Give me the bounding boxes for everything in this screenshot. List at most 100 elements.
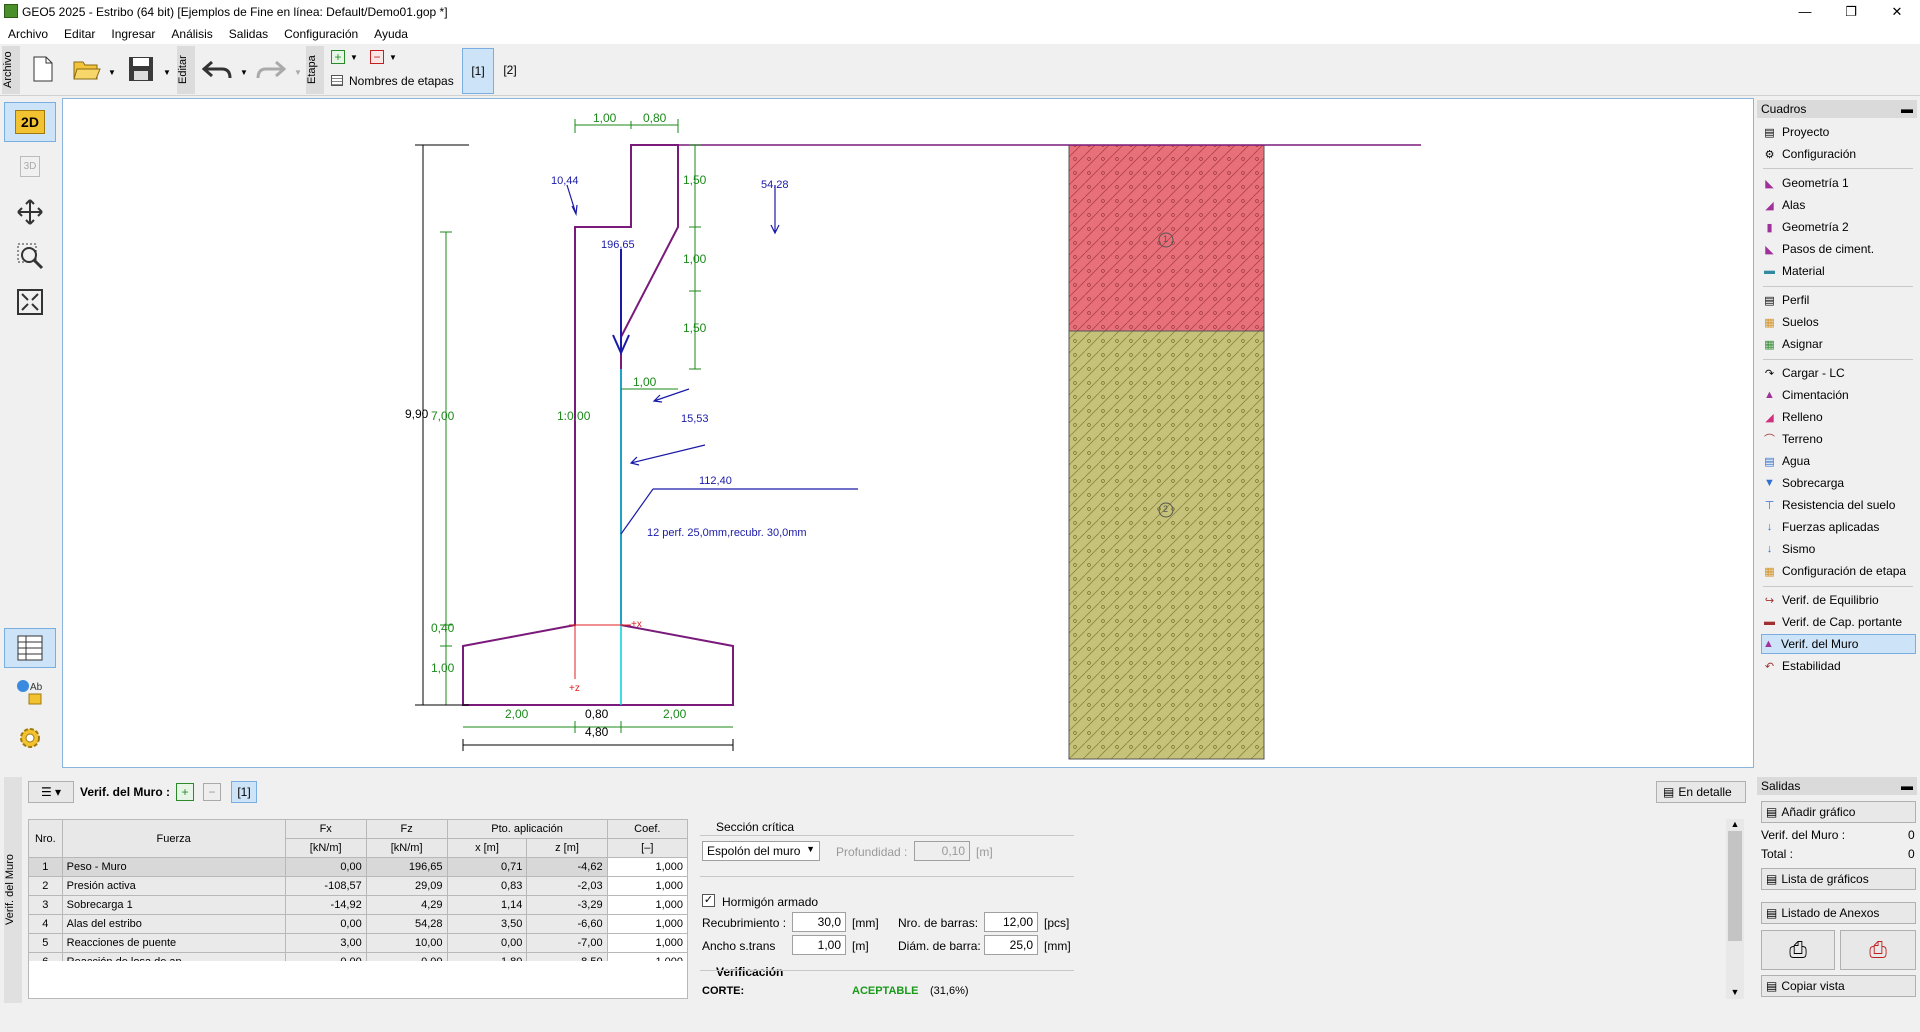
pan-icon[interactable]	[4, 192, 56, 232]
depth-input[interactable]: 0,10	[914, 841, 970, 861]
menu-analisis[interactable]: Análisis	[171, 27, 213, 41]
remove-stage-dropdown-icon[interactable]: ▼	[389, 53, 397, 62]
remove-row-icon[interactable]: −	[203, 783, 221, 801]
print-pdf-icon[interactable]: ⎙	[1840, 930, 1916, 970]
frame-relleno[interactable]: ◢Relleno	[1763, 407, 1915, 427]
frame-sobrecarga[interactable]: ▼Sobrecarga	[1763, 473, 1915, 493]
copy-view-button[interactable]: ▤Copiar vista	[1761, 975, 1916, 997]
maximize-button[interactable]: ❐	[1845, 4, 1857, 19]
frame-cap-portante[interactable]: ▬Verif. de Cap. portante	[1763, 612, 1915, 632]
add-row-icon[interactable]: +	[176, 783, 194, 801]
cell[interactable]: 1,000	[606, 914, 689, 934]
frame-cargar[interactable]: ↷Cargar - LC	[1763, 363, 1915, 383]
open-folder-icon[interactable]	[70, 52, 104, 86]
open-dropdown-icon[interactable]: ▼	[108, 68, 116, 77]
cell[interactable]: 1,000	[606, 857, 689, 877]
editar-group-label: Editar	[177, 46, 195, 94]
list-menu-icon[interactable]: ☰ ▾	[28, 781, 74, 803]
scroll-down-icon[interactable]: ▼	[1730, 987, 1740, 997]
frame-equilibrio[interactable]: ↪Verif. de Equilibrio	[1763, 590, 1915, 610]
collapse-salidas-icon[interactable]: ▬	[1901, 779, 1913, 793]
table-view-icon[interactable]	[4, 628, 56, 668]
styles-icon[interactable]: Ab	[4, 672, 56, 712]
frame-agua[interactable]: ▤Agua	[1763, 451, 1915, 471]
stage-tag[interactable]: [1]	[231, 781, 257, 803]
frame-proyecto[interactable]: ▤Proyecto	[1763, 122, 1915, 142]
frame-terreno[interactable]: ⌒Terreno	[1763, 429, 1915, 449]
frame-label: Configuración de etapa	[1782, 564, 1907, 578]
frame-fuerzas[interactable]: ↓Fuerzas aplicadas	[1763, 517, 1915, 537]
stage-2-button[interactable]: [2]	[503, 63, 517, 77]
rc-checkbox[interactable]: ✓	[702, 894, 715, 907]
close-button[interactable]: ✕	[1891, 4, 1903, 19]
scroll-up-icon[interactable]: ▲	[1730, 819, 1740, 829]
scroll-thumb[interactable]	[1728, 831, 1742, 941]
width-input[interactable]: 1,00	[792, 935, 846, 955]
drawing-canvas[interactable]: 1,00 0,80 1,50 1,00 1,50 1,00 9,90 7,00 …	[62, 98, 1754, 768]
annex-list-button[interactable]: ▤Listado de Anexos	[1761, 902, 1916, 924]
zoom-extents-icon[interactable]	[4, 282, 56, 322]
section-select[interactable]: Espolón del muro▼	[702, 841, 820, 861]
view-2d-button[interactable]: 2D	[4, 102, 56, 142]
frame-config-etapa[interactable]: ▦Configuración de etapa	[1763, 561, 1915, 581]
frame-perfil[interactable]: ▤Perfil	[1763, 290, 1915, 310]
collapse-cuadros-icon[interactable]: ▬	[1901, 102, 1913, 116]
frame-cimentacion[interactable]: ▲Cimentación	[1763, 385, 1915, 405]
print-icon[interactable]: ⎙	[1761, 930, 1835, 970]
stage-names-label[interactable]: Nombres de etapas	[349, 74, 454, 88]
cell[interactable]: 1,000	[606, 895, 689, 915]
stage-names-icon[interactable]	[331, 75, 343, 86]
undo-icon[interactable]	[200, 52, 234, 86]
frame-geometria-2[interactable]: ▮Geometría 2	[1763, 217, 1915, 237]
frame-resistencia[interactable]: ⊤Resistencia del suelo	[1763, 495, 1915, 515]
undo-dropdown-icon[interactable]: ▼	[240, 68, 248, 77]
menu-ayuda[interactable]: Ayuda	[374, 27, 408, 41]
cell[interactable]: 1,000	[606, 876, 689, 896]
detail-button[interactable]: ▤En detalle	[1656, 781, 1746, 803]
frame-geometria-1[interactable]: ◣Geometría 1	[1763, 173, 1915, 193]
add-graphic-button[interactable]: ▤Añadir gráfico	[1761, 801, 1916, 823]
frame-suelos[interactable]: ▦Suelos	[1763, 312, 1915, 332]
backfill-icon: ◢	[1765, 411, 1774, 424]
soil-layer-1[interactable]	[1068, 144, 1265, 332]
wall-outline[interactable]	[462, 144, 734, 706]
frame-configuracion[interactable]: ⚙Configuración	[1763, 144, 1915, 164]
frame-estabilidad[interactable]: ↶Estabilidad	[1763, 656, 1915, 676]
save-dropdown-icon[interactable]: ▼	[163, 68, 171, 77]
redo-icon[interactable]	[254, 52, 288, 86]
new-file-icon[interactable]	[26, 52, 60, 86]
stage-1-button[interactable]: [1]	[462, 48, 494, 94]
menu-ingresar[interactable]: Ingresar	[111, 27, 156, 41]
cover-input[interactable]: 30,0	[792, 912, 846, 932]
frame-sismo[interactable]: ↓Sismo	[1763, 539, 1915, 559]
redo-dropdown-icon[interactable]: ▼	[294, 68, 302, 77]
soil-layer-2[interactable]	[1068, 330, 1265, 760]
frame-pasos[interactable]: ◣Pasos de ciment.	[1763, 239, 1915, 259]
remove-stage-icon[interactable]: −	[370, 50, 384, 64]
minimize-button[interactable]: —	[1798, 4, 1812, 19]
bars-input[interactable]: 12,00	[984, 912, 1038, 932]
frame-material[interactable]: ▬Material	[1763, 261, 1915, 281]
cell[interactable]: 1,000	[606, 933, 689, 953]
bottom-scrollbar[interactable]: ▲ ▼	[1726, 819, 1744, 999]
settings-gear-icon[interactable]	[4, 718, 56, 758]
frame-alas[interactable]: ◢Alas	[1763, 195, 1915, 215]
view-3d-button[interactable]: 3D	[4, 146, 56, 186]
menu-salidas[interactable]: Salidas	[228, 27, 269, 41]
graphics-list-button[interactable]: ▤Lista de gráficos	[1761, 868, 1916, 890]
save-icon[interactable]	[124, 52, 158, 86]
menu-editar[interactable]: Editar	[64, 27, 96, 41]
add-stage-icon[interactable]: +	[331, 50, 345, 64]
frame-asignar[interactable]: ▦Asignar	[1763, 334, 1915, 354]
diam-input[interactable]: 25,0	[984, 935, 1038, 955]
zoom-window-icon[interactable]	[4, 236, 56, 276]
menu-configuracion[interactable]: Configuración	[284, 27, 359, 41]
add-stage-dropdown-icon[interactable]: ▼	[350, 53, 358, 62]
menu-archivo[interactable]: Archivo	[8, 27, 49, 41]
frame-verif-muro[interactable]: ▲Verif. del Muro	[1761, 634, 1916, 654]
